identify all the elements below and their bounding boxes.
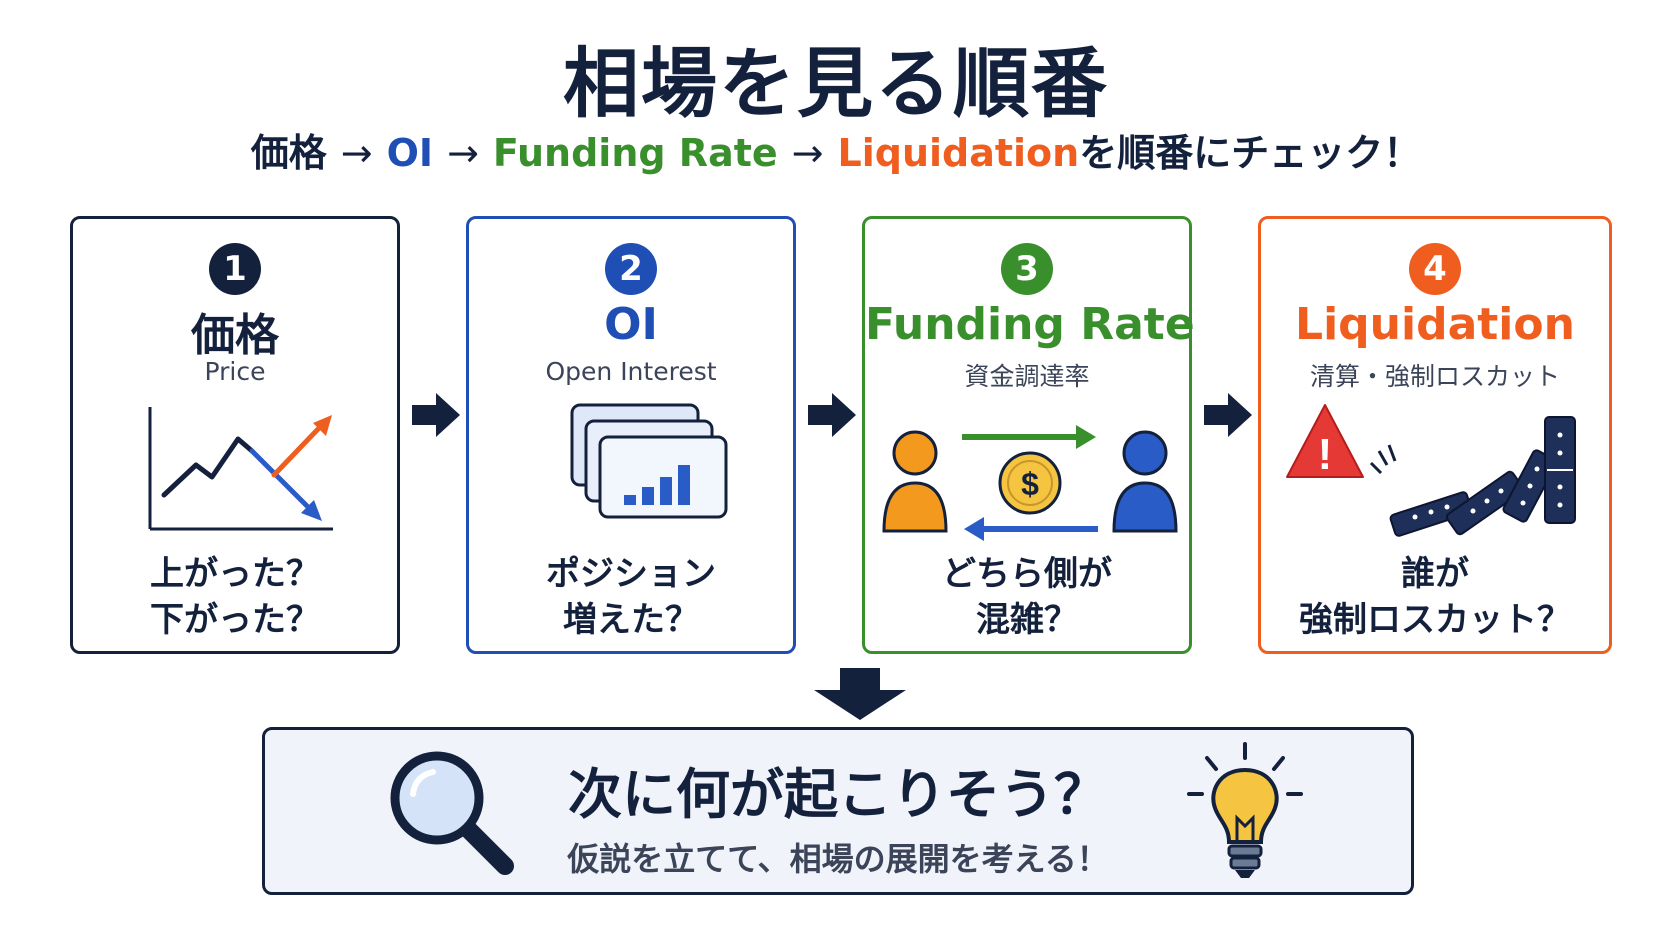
flow-arrow-right-icon	[1204, 393, 1252, 437]
light-bulb-icon	[1187, 742, 1303, 878]
step-subtitle: Price	[204, 357, 266, 386]
flow-arrow-right-icon	[412, 393, 460, 437]
step-card-funding-rate: 3 Funding Rate 資金調達率 $ どちら側が 混雑？	[862, 216, 1195, 654]
step-number-badge: 1	[209, 243, 261, 295]
funding-exchange-icon: $	[882, 425, 1178, 541]
subtitle-arrow: →	[447, 131, 479, 175]
step-question-line: 誰が	[1401, 554, 1469, 594]
magnifier-icon	[390, 751, 514, 875]
step-subtitle: 資金調達率	[964, 362, 1090, 391]
step-number-badge: 2	[605, 243, 657, 295]
subtitle-suffix: を順番にチェック！	[1079, 131, 1422, 175]
price-chart-icon	[148, 407, 333, 531]
step-question: 誰が 強制ロスカット？	[1261, 551, 1609, 643]
page-title: 相場を見る順番	[563, 39, 1109, 128]
step-number-badge: 4	[1409, 243, 1461, 295]
subtitle-arrow: →	[791, 131, 824, 175]
coin-dollar-icon: $	[1021, 466, 1039, 502]
subtitle-step-funding-rate: Funding Rate	[492, 131, 778, 175]
step-question: どちら側が 混雑？	[865, 551, 1189, 643]
step-title: Funding Rate	[865, 299, 1195, 350]
step-number-badge: 3	[1001, 243, 1053, 295]
conclusion-subtitle: 仮説を立てて、相場の展開を考える！	[567, 840, 1109, 878]
step-question-line: 混雑？	[976, 600, 1078, 640]
step-card-liquidation: 4 Liquidation 清算・強制ロスカット ! 誰が 強制ロスカット？	[1258, 216, 1612, 654]
conclusion-box: 次に何が起こりそう？ 仮説を立てて、相場の展開を考える！	[262, 727, 1414, 895]
subtitle-step-liquidation: Liquidation	[837, 131, 1080, 175]
step-card-oi: 2 OI Open Interest ポジション 増えた？	[466, 216, 796, 654]
page-subtitle: 価格 → OI → Funding Rate → Liquidationを順番にチェック！	[0, 122, 1672, 177]
step-question-line: 下がった？	[150, 600, 320, 640]
flow-arrow-right-icon	[808, 393, 856, 437]
subtitle-arrow: →	[340, 131, 373, 175]
step-title: Liquidation	[1295, 299, 1575, 350]
falling-dominoes-icon: !	[1286, 404, 1576, 537]
step-subtitle: Open Interest	[545, 357, 717, 386]
step-question: ポジション 増えた？	[469, 551, 793, 643]
step-question-line: 上がった？	[150, 554, 320, 594]
position-cards-icon	[570, 403, 728, 519]
step-question-line: どちら側が	[942, 554, 1112, 594]
step-question-line: ポジション	[546, 554, 716, 594]
warning-icon: !	[1318, 430, 1333, 479]
flow-arrow-down-icon	[814, 668, 906, 720]
step-card-price: 1 価格 Price 上がった？ 下がった？	[70, 216, 400, 654]
conclusion-title: 次に何が起こりそう？	[568, 763, 1108, 826]
subtitle-step-price: 価格	[250, 131, 327, 175]
step-question-line: 増えた？	[563, 600, 699, 640]
subtitle-step-oi: OI	[386, 131, 434, 175]
step-question: 上がった？ 下がった？	[73, 551, 397, 643]
step-subtitle: 清算・強制ロスカット	[1309, 362, 1560, 391]
step-title: OI	[604, 299, 658, 350]
step-title: 価格	[191, 310, 279, 361]
step-question-line: 強制ロスカット？	[1299, 600, 1571, 640]
